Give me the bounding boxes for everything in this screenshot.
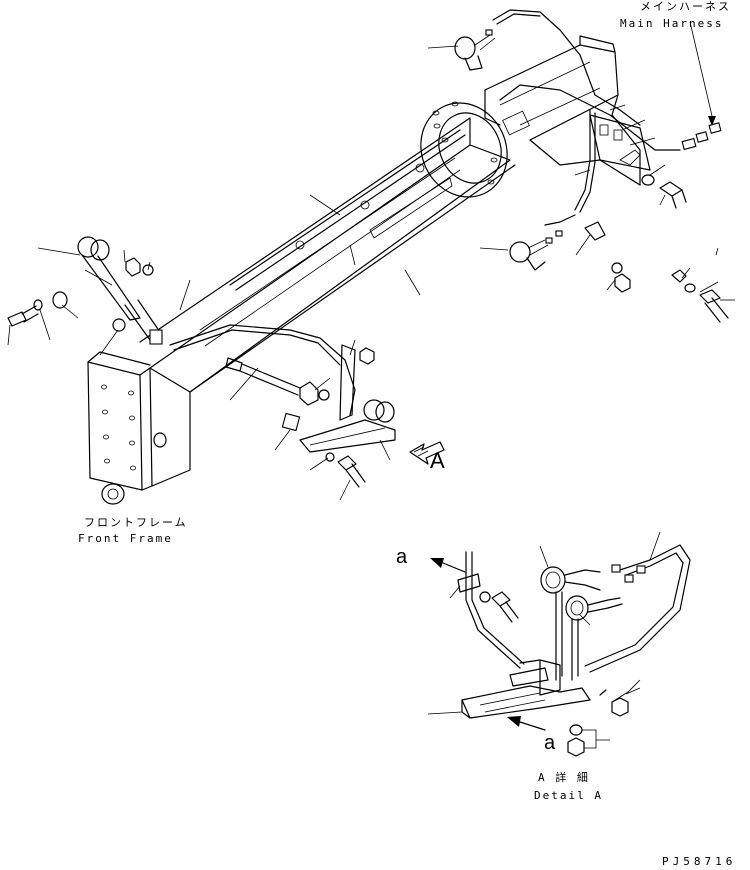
- mid-lamp: [509, 230, 563, 271]
- main-harness-wire: [169, 9, 722, 416]
- ref-a-upper: a: [396, 546, 408, 568]
- detail-label-ja: A 詳 細: [538, 771, 590, 784]
- main-harness-label-ja: メインハーネス: [640, 0, 731, 13]
- drawing-code: PJ58716: [662, 855, 737, 868]
- front-frame-label-ja: フロントフレーム: [84, 516, 188, 529]
- main-harness-label-en: Main Harness: [620, 17, 724, 30]
- view-arrow-a: [409, 441, 445, 465]
- bolts-washers: [7, 174, 729, 488]
- leader-lines: [7, 21, 735, 501]
- view-letter-a: A: [430, 448, 445, 473]
- upper-lamp: [454, 29, 496, 71]
- front-lamp-bracket: [299, 344, 396, 453]
- ref-a-lower: a: [544, 732, 556, 754]
- front-frame-label-en: Front Frame: [78, 532, 173, 545]
- detail-a-drawing: [427, 531, 691, 757]
- left-lamp-bracket: [77, 236, 163, 345]
- front-frame: [87, 35, 651, 505]
- detail-label-en: Detail A: [534, 789, 603, 802]
